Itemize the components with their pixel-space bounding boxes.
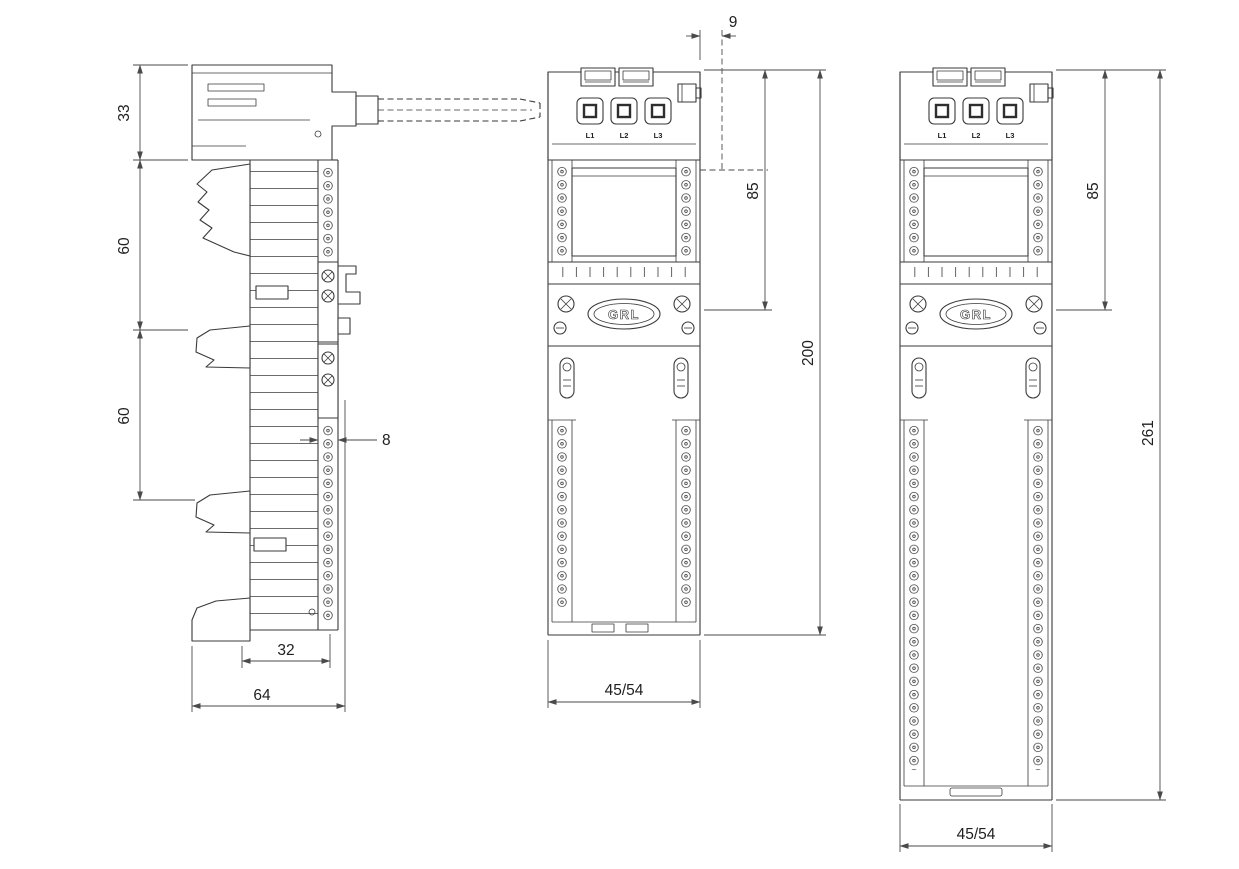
side-top-housing [191,64,357,161]
dim-261: 261 [1056,69,1166,801]
front-view-200: 9 85 200 45/54 [546,14,826,708]
dim-label-261: 261 [1140,420,1157,446]
dim-label-45-54-long: 45/54 [957,826,996,843]
din-rail-latch [337,317,351,335]
spring-clip-top [196,163,251,257]
dim-label-45-54-short: 45/54 [605,682,644,699]
cable-dashed-outline [355,95,541,125]
dim-label-60-upper: 60 [116,237,133,255]
dim-label-85-short: 85 [745,182,762,199]
dim-label-8: 8 [382,432,391,449]
dim-offset-9: 9 [686,14,768,171]
dim-body-depth: 32 [241,634,331,668]
side-detail-lower [253,537,287,552]
dim-label-85-long: 85 [1085,182,1102,199]
dim-strip-width: 8 [300,432,391,449]
dim-width-long: 45/54 [899,804,1053,852]
clip-lower [195,490,251,534]
dim-label-9: 9 [729,14,738,31]
dim-label-60-lower: 60 [116,407,133,425]
dim-label-200: 200 [800,340,817,366]
dim-label-33: 33 [116,104,133,121]
dim-width-short: 45/54 [547,640,701,708]
base-foot [191,597,251,642]
front-200-lower [547,420,701,636]
dim-85-short: 85 [704,69,772,311]
din-rail-hook [337,265,361,305]
clip-middle [195,325,251,369]
dim-label-32: 32 [277,642,294,659]
dim-200: 200 [704,69,826,636]
dim-85-long: 85 [1056,69,1112,311]
dim-heights-side: 33 60 60 [116,64,195,501]
side-terminal-strip [317,160,339,630]
front-261-lower [899,420,1053,801]
dim-label-64: 64 [253,687,271,704]
dim-total-depth: 64 [191,400,346,712]
side-view: 33 60 60 8 32 64 [116,64,541,712]
side-detail-upper [255,285,289,300]
front-view-261: 85 261 45/54 [898,66,1166,852]
